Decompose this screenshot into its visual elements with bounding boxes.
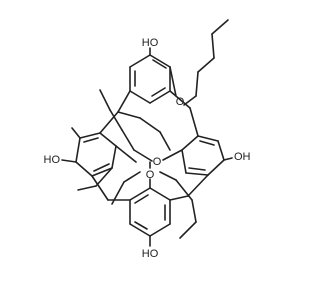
bond: [181, 149, 187, 174]
bond: [183, 95, 197, 106]
bond: [211, 19, 229, 35]
ether-oxygen-upper-label: O: [176, 96, 185, 108]
calixarene-structure: HO OH HO HO O O O: [44, 19, 251, 260]
bond: [149, 90, 171, 104]
bond-network: [61, 19, 233, 247]
bond: [109, 109, 123, 131]
bond: [189, 107, 199, 137]
bond: [133, 149, 153, 162]
bond: [91, 175, 109, 201]
bond: [149, 187, 171, 201]
bond: [129, 90, 151, 104]
bond: [71, 127, 81, 139]
bond: [111, 181, 125, 205]
bond: [199, 140, 215, 146]
hydroxyl-bottom-label: HO: [142, 248, 159, 260]
ether-oxygen-middle-label: O: [153, 156, 162, 168]
bond: [61, 159, 77, 163]
molecule-canvas: HO OH HO HO O O O: [43, 19, 251, 260]
ether-oxygen-lower-label: O: [146, 169, 155, 181]
bond: [207, 159, 225, 176]
bond: [134, 194, 149, 204]
bond: [197, 135, 219, 142]
bond: [169, 195, 189, 201]
bond: [159, 131, 171, 151]
bond: [91, 167, 113, 177]
bond: [99, 111, 119, 134]
bond: [181, 135, 199, 151]
bond: [152, 59, 167, 69]
bond: [151, 87, 166, 97]
hydroxyl-right-label: OH: [234, 151, 251, 163]
bond: [75, 161, 93, 177]
bond: [79, 132, 101, 139]
bond: [195, 71, 199, 97]
bond: [169, 66, 177, 97]
bond: [175, 179, 193, 201]
bond: [159, 171, 177, 181]
ring-top: [129, 47, 171, 104]
atom-labels: HO OH HO HO O O O: [44, 37, 251, 260]
bond: [129, 223, 151, 237]
bond: [123, 171, 141, 183]
bond: [121, 129, 135, 151]
bond: [77, 185, 97, 191]
bond: [134, 221, 148, 230]
hydroxyl-left-label: HO: [44, 154, 61, 166]
bond: [187, 174, 209, 197]
bond: [95, 167, 113, 187]
bond: [111, 145, 117, 169]
bond: [139, 117, 161, 133]
bond: [191, 199, 197, 223]
bond: [149, 223, 171, 237]
bond: [75, 137, 81, 163]
bond: [129, 187, 151, 201]
bond: [99, 132, 117, 147]
bond: [115, 145, 137, 163]
ring-bottom: [129, 187, 171, 247]
bond: [83, 137, 99, 143]
bond: [197, 57, 215, 73]
hydroxyl-top-label: HO: [142, 37, 159, 49]
bond: [117, 111, 141, 119]
bond: [188, 167, 206, 171]
bond: [93, 163, 110, 172]
bond: [117, 90, 131, 113]
bond: [179, 221, 197, 239]
bond: [211, 33, 215, 59]
bond: [149, 54, 171, 68]
ring-right: [181, 135, 233, 176]
bond: [99, 89, 111, 111]
bond: [217, 140, 225, 161]
bond: [185, 172, 209, 176]
bond: [129, 54, 151, 68]
bond: [223, 157, 233, 161]
bond: [162, 149, 183, 161]
ring-left: [61, 127, 117, 177]
alkyl-chains: [77, 19, 229, 239]
bond: [169, 90, 191, 109]
methylene-bridges: [91, 90, 209, 201]
